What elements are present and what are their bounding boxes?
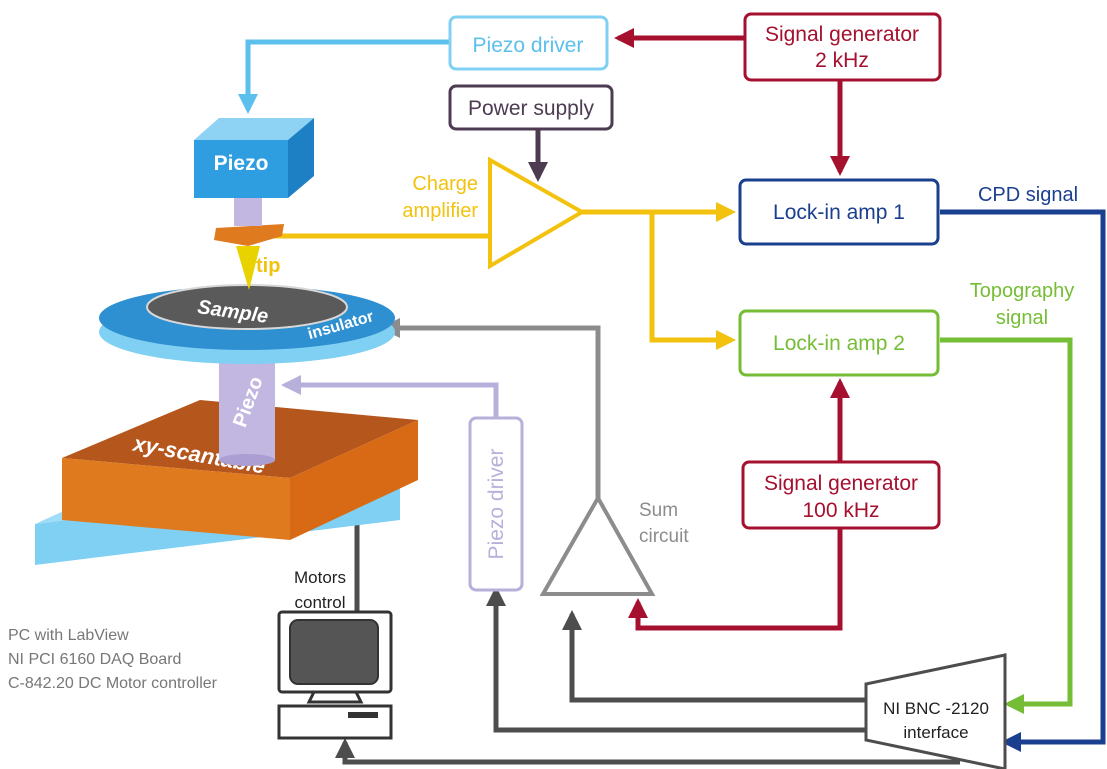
signal-generator-2khz-box: Signal generator 2 kHz: [743, 12, 942, 82]
connector-lockin2-to-bnc: [940, 337, 1073, 714]
topography-label-1: Topography: [970, 280, 1075, 302]
piezo-driver-top-box: Piezo driver: [448, 15, 609, 71]
connector-bnc-to-piezodriver: [486, 586, 866, 733]
connector-amplifier-to-lockin2: [649, 212, 736, 350]
signal-generator-2khz-frequency: 2 kHz: [815, 49, 869, 72]
pc-description-line-1: PC with LabView: [8, 627, 129, 644]
lockin-amp-1-box: Lock-in amp 1: [738, 178, 940, 246]
pc-description-line-2: NI PCI 6160 DAQ Board: [8, 651, 181, 668]
pc-description-line-3: C-842.20 DC Motor controller: [8, 675, 218, 692]
lockin-amp-2-box: Lock-in amp 2: [738, 309, 940, 377]
connector-bnc-to-sum: [562, 610, 866, 703]
sum-circuit-triangle: [539, 493, 656, 596]
piezo-block: Piezo: [194, 118, 314, 198]
power-supply-label: Power supply: [468, 97, 595, 120]
piezo-column: Piezo: [219, 350, 275, 466]
signal-generator-100khz-frequency: 100 kHz: [802, 499, 879, 522]
cpd-signal-label: CPD signal: [978, 184, 1078, 206]
ni-bnc-subtitle: interface: [903, 723, 968, 742]
ni-bnc-interface: NI BNC -2120 interface: [864, 653, 1007, 769]
signal-generator-100khz-box: Signal generator 100 kHz: [741, 460, 941, 530]
connector-sum-to-insulator: [380, 318, 601, 498]
charge-amplifier-label-2: amplifier: [402, 200, 478, 222]
connector-bnc-to-pc: [335, 738, 960, 765]
power-supply-box: Power supply: [448, 84, 614, 131]
lockin-amp-2-label: Lock-in amp 2: [773, 332, 905, 355]
tip-label: tip: [256, 255, 280, 277]
piezo-driver-vertical-label: Piezo driver: [485, 449, 508, 560]
connector-siggen100k-to-sum: [628, 528, 843, 631]
signal-generator-2khz-title: Signal generator: [765, 23, 919, 46]
connector-piezodriver-to-piezo: [238, 39, 450, 114]
sum-circuit-label-2: circuit: [639, 526, 689, 547]
connector-lockin1-to-bnc: [940, 209, 1106, 752]
cantilever-holder: [214, 224, 284, 246]
signal-generator-100khz-title: Signal generator: [764, 472, 918, 495]
piezo-driver-top-label: Piezo driver: [473, 34, 584, 57]
sum-circuit-label-1: Sum: [639, 500, 678, 521]
piezo-block-label: Piezo: [214, 152, 269, 175]
charge-amplifier-label-1: Charge: [412, 173, 478, 195]
tip: tip: [236, 246, 280, 290]
sample-disc: Sample: [146, 284, 348, 330]
piezo-driver-vertical-box: Piezo driver: [468, 416, 524, 592]
pc-computer: [277, 610, 393, 740]
motors-control-label-2: control: [294, 593, 345, 612]
motors-control-label-1: Motors: [294, 568, 346, 587]
connector-piezodriver-to-column: [281, 375, 499, 418]
topography-label-2: signal: [996, 307, 1048, 329]
lockin-amp-1-label: Lock-in amp 1: [773, 201, 905, 224]
ni-bnc-title: NI BNC -2120: [883, 699, 989, 718]
charge-amplifier-triangle: [488, 156, 587, 270]
